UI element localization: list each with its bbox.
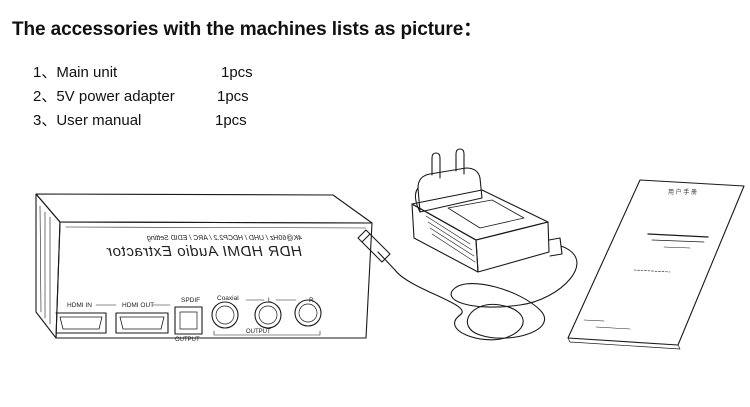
hdmi-out-label: HDMI OUT bbox=[122, 302, 154, 309]
page-heading: The accessories with the machines lists … bbox=[12, 19, 483, 40]
accessories-illustration: HDR HDMI Audio Extractor 4K@60Hz / UHD /… bbox=[35, 148, 745, 350]
product-name-mirrored: HDR HDMI Audio Extractor bbox=[106, 243, 302, 260]
item-qty: 1pcs bbox=[215, 112, 247, 129]
coaxial-label: Coaxial bbox=[217, 295, 239, 302]
feature-line-mirrored: 4K@60Hz / UHD / HDCP2.2 / ARC / EDID Set… bbox=[147, 235, 302, 242]
item-name: User manual bbox=[56, 112, 142, 129]
item-name: Main unit bbox=[56, 64, 118, 81]
left-channel-label: L bbox=[268, 297, 272, 304]
item-name: 5V power adapter bbox=[56, 88, 175, 105]
item-number: 3、 bbox=[33, 112, 57, 129]
spdif-label: SPDIF bbox=[181, 297, 200, 304]
item-number: 2、 bbox=[33, 88, 57, 105]
main-unit-drawing: HDR HDMI Audio Extractor 4K@60Hz / UHD /… bbox=[35, 193, 373, 343]
item-number: 1、 bbox=[33, 64, 57, 81]
spdif-output-label: OUTPUT bbox=[175, 337, 200, 343]
hdmi-in-label: HDMI IN bbox=[67, 302, 92, 309]
item-qty: 1pcs bbox=[217, 88, 249, 105]
manual-header: 用 户 手 册 bbox=[668, 188, 697, 196]
item-qty: 1pcs bbox=[221, 64, 253, 81]
power-adapter-drawing bbox=[357, 148, 578, 341]
audio-output-label: OUTPUT bbox=[246, 329, 271, 335]
user-manual-drawing: 用 户 手 册 bbox=[567, 179, 745, 350]
